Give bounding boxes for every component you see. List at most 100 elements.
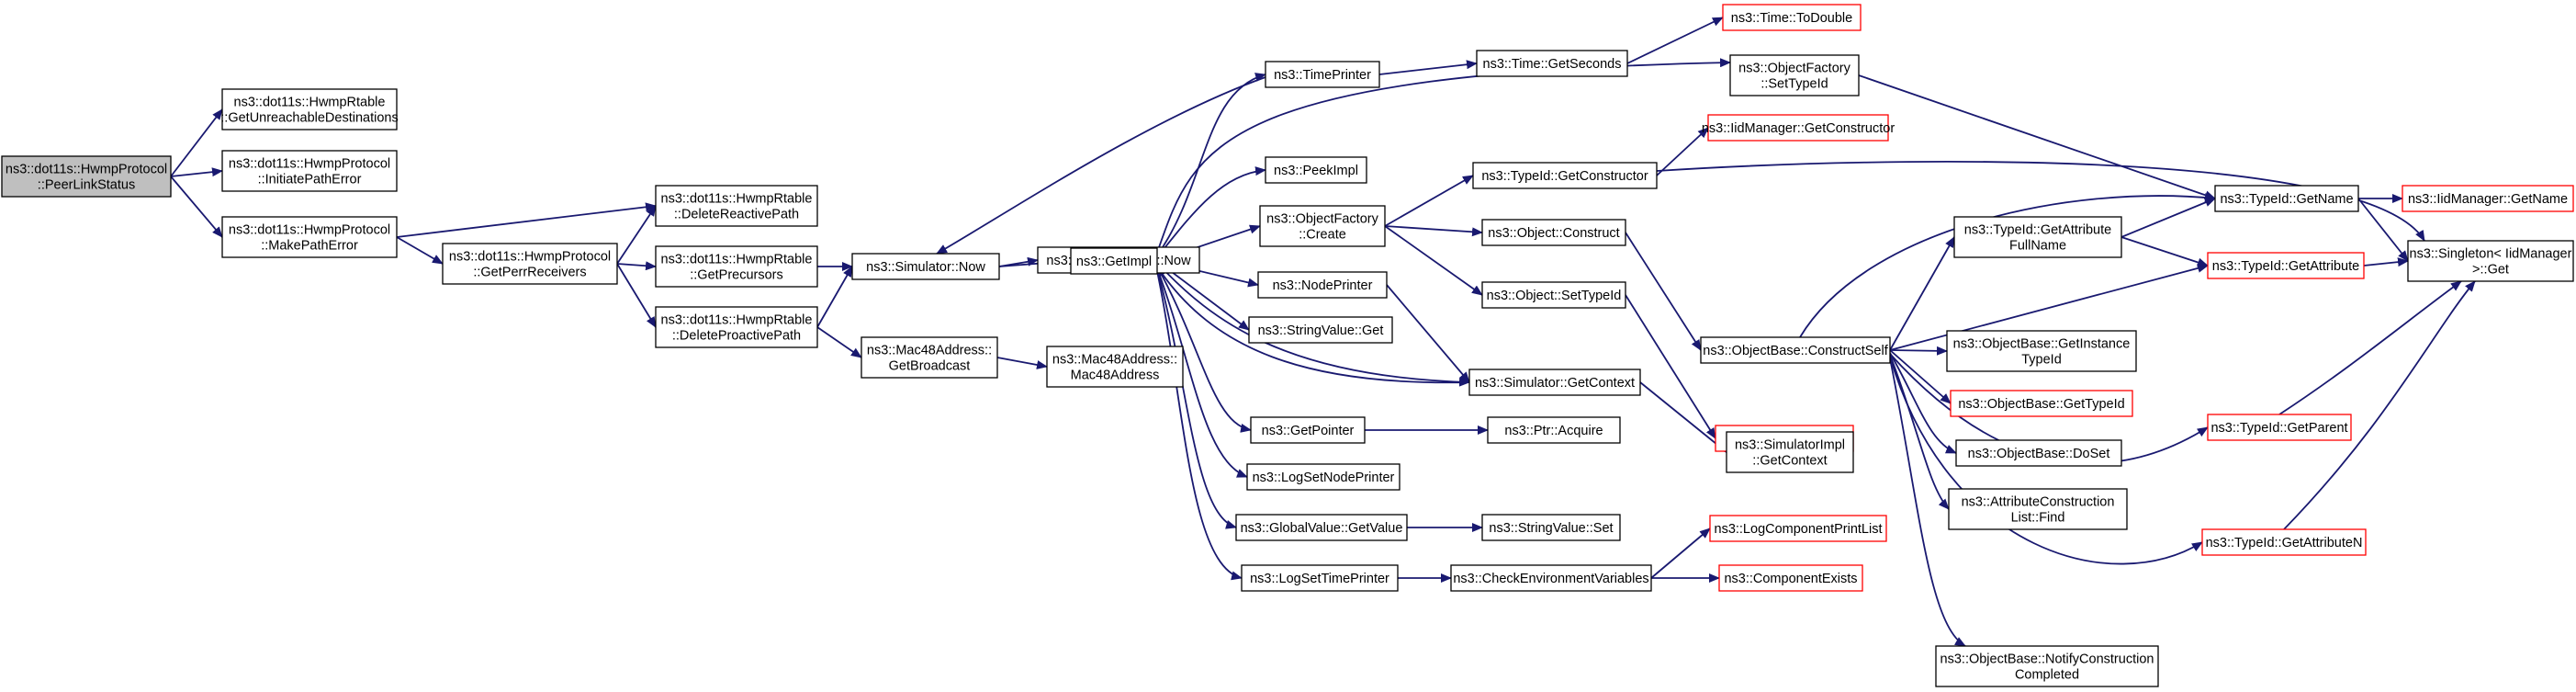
node-label: ns3::IidManager::GetName (2408, 192, 2568, 207)
node-label: ns3::GetImpl (1076, 255, 1152, 269)
node-label: Completed (2015, 668, 2079, 683)
node-box (1, 155, 172, 198)
node-getunreach[interactable]: ns3::dot11s::HwmpRtable::GetUnreachableD… (220, 88, 399, 130)
node-globalvalgetvalue[interactable]: ns3::GlobalValue::GetValue (1235, 514, 1408, 541)
node-box (2407, 240, 2574, 282)
node-label: ns3::SimulatorImpl (1735, 438, 1845, 453)
node-iidmgrgetctor[interactable]: ns3::IidManager::GetConstructor (1702, 114, 1895, 142)
node-timegetseconds[interactable]: ns3::Time::GetSeconds (1476, 50, 1628, 77)
node-label: ns3::dot11s::HwmpRtable (661, 192, 813, 207)
node-objconstruct[interactable]: ns3::Object::Construct (1481, 219, 1626, 246)
node-label: ns3::dot11s::HwmpProtocol (449, 250, 611, 265)
node-box (1709, 515, 1887, 542)
node-typeidgetattr[interactable]: ns3::TypeId::GetAttribute (2207, 252, 2365, 279)
node-layer: ns3::dot11s::HwmpProtocol::PeerLinkStatu… (1, 4, 2574, 687)
node-getperrrecv[interactable]: ns3::dot11s::HwmpProtocol::GetPerrReceiv… (442, 243, 618, 285)
edge-timegetseconds-to-timetodouble (1626, 17, 1724, 64)
node-label: ns3::GetPointer (1262, 424, 1355, 438)
node-typeidgetname[interactable]: ns3::TypeId::GetName (2214, 185, 2359, 212)
node-box (1246, 463, 1400, 491)
edge-typeidgetattr-to-singletonget (2363, 257, 2409, 267)
node-singletonget[interactable]: ns3::Singleton< IidManager >::Get (2407, 240, 2574, 282)
edge-root-to-getunreach (170, 108, 223, 177)
node-ptracquire[interactable]: ns3::Ptr::Acquire (1487, 416, 1621, 444)
node-box (1487, 416, 1621, 444)
node-box (1450, 564, 1652, 592)
node-simnow[interactable]: ns3::Simulator::Now (851, 253, 1000, 280)
node-typeidgetattrn[interactable]: ns3::TypeId::GetAttributeN (2201, 528, 2367, 556)
edge-checkenv-to-logcompprintlist (1650, 528, 1711, 579)
node-label: ns3::Ptr::Acquire (1504, 424, 1603, 438)
node-timetodouble[interactable]: ns3::Time::ToDouble (1722, 4, 1862, 31)
node-nodeprinter[interactable]: ns3::NodePrinter (1257, 271, 1388, 299)
node-box (2402, 185, 2574, 212)
node-logsetnodeprinter[interactable]: ns3::LogSetNodePrinter (1246, 463, 1400, 491)
node-simgetcontext[interactable]: ns3::Simulator::GetContext (1468, 369, 1641, 396)
node-checkenv[interactable]: ns3::CheckEnvironmentVariables (1450, 564, 1652, 592)
node-label: ns3::Object::SetTypeId (1487, 289, 1622, 303)
node-objbaseconstructself[interactable]: ns3::ObjectBase::ConstructSelf (1700, 336, 1891, 364)
node-simimplgetcontext[interactable]: ns3::SimulatorImpl::GetContext (1726, 431, 1854, 473)
node-objbasenotify[interactable]: ns3::ObjectBase::NotifyConstructionCompl… (1935, 645, 2159, 687)
node-label: ns3::Time::ToDouble (1731, 11, 1852, 26)
edge-timeprinter-to-simnow (936, 76, 1266, 255)
node-stringvalset[interactable]: ns3::StringValue::Set (1481, 514, 1621, 541)
node-getbroadcast[interactable]: ns3::Mac48Address::GetBroadcast (861, 336, 998, 379)
node-label: ::GetPerrReceivers (473, 266, 586, 280)
edge-objfactcreate-to-objconstruct (1384, 225, 1483, 237)
node-label: List::Find (2011, 511, 2065, 526)
node-getprecursors[interactable]: ns3::dot11s::HwmpRtable::GetPrecursors (655, 245, 818, 288)
node-objfactcreate[interactable]: ns3::ObjectFactory::Create (1259, 205, 1386, 247)
edge-objbaseconstructself-to-objbasedoset (1889, 352, 1957, 454)
node-label: ::InitiatePathError (258, 173, 362, 187)
node-box (1468, 369, 1641, 396)
node-label: ns3::TypeId::GetName (2220, 192, 2353, 207)
node-timeprinter[interactable]: ns3::TimePrinter (1265, 61, 1380, 88)
node-root[interactable]: ns3::dot11s::HwmpProtocol::PeerLinkStatu… (1, 155, 172, 198)
node-typeidgetctor[interactable]: ns3::TypeId::GetConstructor (1472, 162, 1658, 189)
node-iidmgrgetname[interactable]: ns3::IidManager::GetName (2402, 185, 2574, 212)
node-box (1248, 316, 1393, 344)
node-getimpl[interactable]: ns3::GetImpl (1070, 247, 1158, 275)
edge-typeidgetattrfull-to-typeidgetname (2120, 198, 2216, 238)
edge-getimpl-to-timeprinter (1156, 73, 1266, 256)
node-stringvalget[interactable]: ns3::StringValue::Get (1248, 316, 1393, 344)
node-objbasegettypeid[interactable]: ns3::ObjectBase::GetTypeId (1950, 390, 2133, 417)
edge-getimpl-to-logsettimeprinter (1156, 270, 1243, 581)
node-delreactive[interactable]: ns3::dot11s::HwmpRtable::DeleteReactiveP… (655, 185, 818, 227)
node-compexists[interactable]: ns3::ComponentExists (1718, 564, 1863, 592)
node-box (1722, 4, 1862, 31)
node-peekimpl[interactable]: ns3::PeekImpl (1265, 156, 1367, 184)
node-label: ns3::Mac48Address:: (1052, 353, 1177, 368)
node-logcompprintlist[interactable]: ns3::LogComponentPrintList (1709, 515, 1887, 542)
edge-simgetcontext-to-getimpl (1156, 266, 1470, 384)
node-box (655, 185, 818, 227)
node-mac48ctor[interactable]: ns3::Mac48Address::Mac48Address (1046, 346, 1184, 388)
node-label: ::MakePathError (261, 239, 358, 254)
node-label: ns3::NodePrinter (1273, 278, 1373, 293)
node-typeidgetparent[interactable]: ns3::TypeId::GetParent (2207, 414, 2352, 441)
edge-typeidgetctor-to-singletonget (1656, 161, 2425, 242)
node-delproactive[interactable]: ns3::dot11s::HwmpRtable::DeleteProactive… (655, 306, 818, 348)
node-box (1046, 346, 1184, 388)
node-label: ns3::Mac48Address:: (867, 344, 992, 358)
node-makepatherr[interactable]: ns3::dot11s::HwmpProtocol::MakePathError (221, 216, 398, 258)
node-objfactsettypeid[interactable]: ns3::ObjectFactory::SetTypeId (1729, 54, 1860, 96)
node-logsettimeprinter[interactable]: ns3::LogSetTimePrinter (1241, 564, 1399, 592)
node-getpointer[interactable]: ns3::GetPointer (1250, 416, 1366, 444)
node-label: ns3::dot11s::HwmpRtable (661, 253, 813, 267)
node-box (851, 253, 1000, 280)
node-objsettypeid[interactable]: ns3::Object::SetTypeId (1481, 281, 1626, 309)
node-label: ns3::Simulator::GetContext (1475, 376, 1635, 391)
node-box (1476, 50, 1628, 77)
edge-getbroadcast-to-mac48ctor (996, 357, 1048, 369)
node-label: ns3::Object::Construct (1488, 226, 1619, 241)
node-objbasedoset[interactable]: ns3::ObjectBase::DoSet (1955, 439, 2122, 467)
node-label: ns3::TypeId::GetAttributeN (2206, 536, 2363, 550)
node-initpatherr[interactable]: ns3::dot11s::HwmpProtocol::InitiatePathE… (221, 150, 398, 192)
node-label: ns3::dot11s::HwmpProtocol (229, 157, 390, 172)
node-box (1265, 156, 1367, 184)
